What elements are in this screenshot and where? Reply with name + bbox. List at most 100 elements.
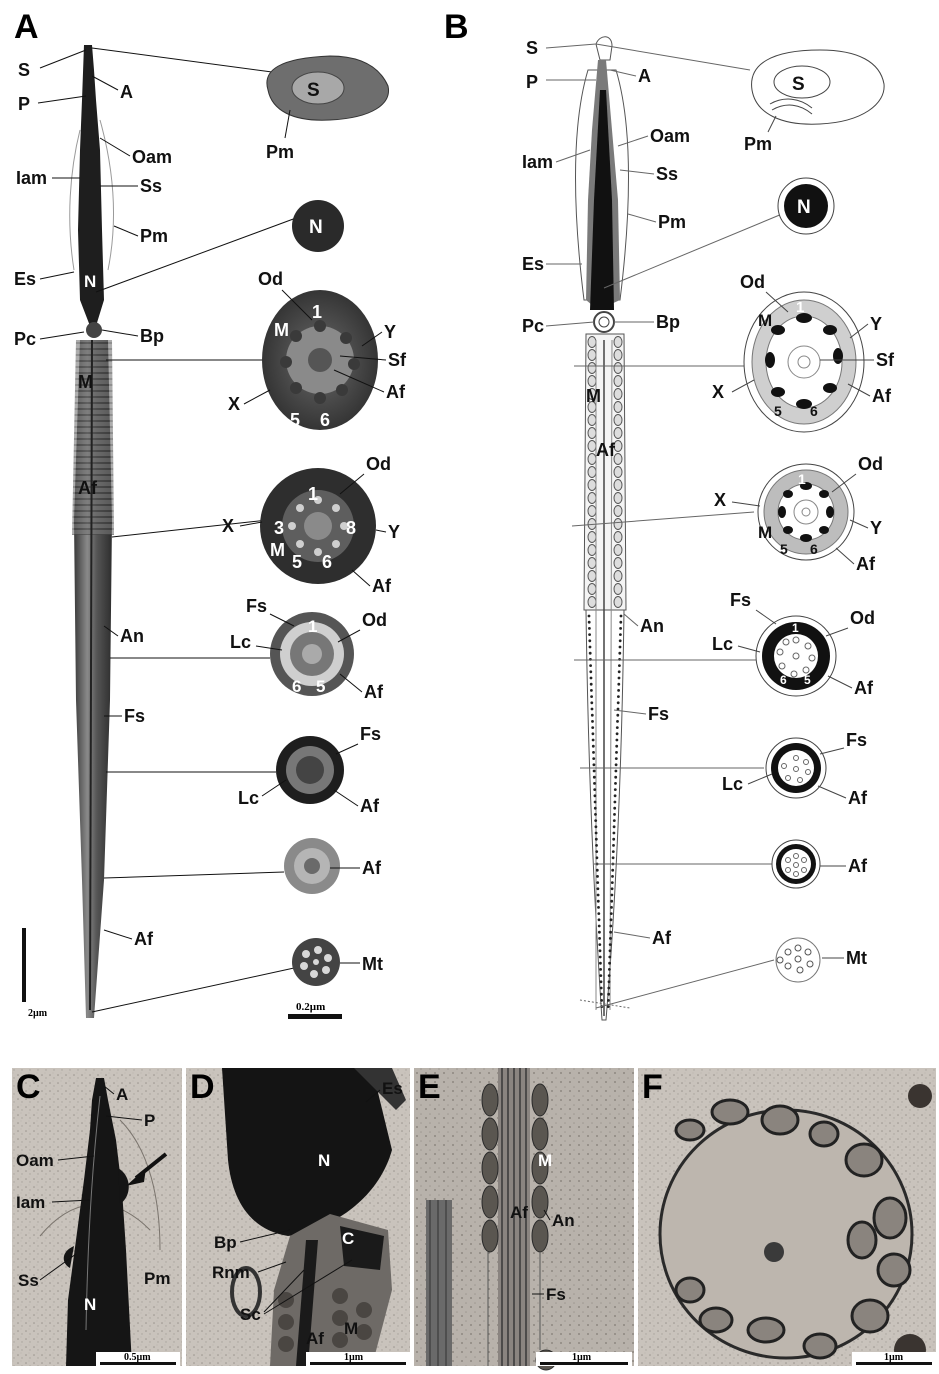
fibrous-sheath-dot	[598, 937, 601, 940]
svg-text:Sf: Sf	[876, 350, 895, 370]
panel-a-section-4: Od 1 X 3 8 Y M 5 6 Af	[222, 454, 400, 596]
fibrous-sheath-dot	[616, 732, 619, 735]
svg-text:Od: Od	[850, 608, 875, 628]
mitochondrion	[614, 571, 622, 582]
fibrous-sheath-dot	[608, 956, 611, 959]
fibrous-sheath-dot	[611, 869, 614, 872]
fibrous-sheath-dot	[592, 745, 595, 748]
fibrous-sheath-dot	[595, 850, 598, 853]
svg-text:M: M	[586, 386, 601, 406]
svg-text:Es: Es	[522, 254, 544, 274]
svg-text:Bp: Bp	[656, 312, 680, 332]
fibrous-sheath-dot	[600, 993, 603, 996]
fibrous-sheath-dot	[619, 621, 622, 624]
fibrous-sheath-dot	[612, 838, 615, 841]
fibrous-sheath-dot	[613, 825, 616, 828]
fibrous-sheath-dot	[613, 807, 616, 810]
fibrous-sheath-dot	[599, 949, 602, 952]
svg-text:Pc: Pc	[14, 329, 36, 349]
panel-b-section-2: N	[778, 178, 834, 234]
svg-text:S: S	[526, 38, 538, 58]
fibrous-sheath-dot	[598, 943, 601, 946]
fibrous-sheath-dot	[589, 652, 592, 655]
fibrous-sheath-dot	[598, 931, 601, 934]
mitochondrion	[588, 337, 596, 348]
svg-text:Mt: Mt	[362, 954, 383, 974]
svg-text:Pm: Pm	[744, 134, 772, 154]
svg-text:M: M	[758, 311, 772, 330]
panel-b-section-6: Fs Lc Af	[722, 730, 868, 808]
fibrous-sheath-dot	[608, 968, 611, 971]
fibrous-sheath-dot	[618, 670, 621, 673]
panel-e: E M Af An Fs 1µm	[414, 1068, 634, 1370]
svg-text:1: 1	[312, 302, 322, 322]
svg-text:1: 1	[796, 299, 804, 316]
svg-text:0.2µm: 0.2µm	[296, 1001, 325, 1013]
svg-text:Af: Af	[510, 1203, 528, 1222]
fibrous-sheath-dot	[617, 701, 620, 704]
fibrous-sheath-dot	[609, 931, 612, 934]
svg-text:Oam: Oam	[16, 1151, 54, 1170]
svg-text:Af: Af	[364, 682, 384, 702]
fibrous-sheath-dot	[616, 739, 619, 742]
panel-a-section-3: Od 1 M Y Sf Af X 5 6	[228, 269, 407, 430]
mitochondrion	[614, 480, 622, 491]
fibrous-sheath-dot	[588, 621, 591, 624]
fibrous-sheath-dot	[611, 887, 614, 890]
fibrous-sheath-dot	[609, 949, 612, 952]
fibrous-sheath-dot	[599, 956, 602, 959]
mitochondrion	[614, 363, 622, 374]
svg-text:5: 5	[290, 410, 300, 430]
fibrous-sheath-dot	[592, 739, 595, 742]
fibrous-sheath-dot	[614, 776, 617, 779]
svg-text:S: S	[18, 60, 30, 80]
mitochondrion	[588, 545, 596, 556]
fibrous-sheath-dot	[619, 633, 622, 636]
panel-label-f: F	[642, 1068, 663, 1106]
svg-text:Af: Af	[854, 678, 874, 698]
svg-text:Sc: Sc	[240, 1305, 261, 1324]
svg-text:1µm: 1µm	[572, 1352, 592, 1363]
fibrous-sheath-dot	[610, 900, 613, 903]
mitochondrion	[588, 415, 596, 426]
svg-text:A: A	[638, 66, 651, 86]
fibrous-sheath-dot	[599, 968, 602, 971]
svg-text:Af: Af	[306, 1329, 324, 1348]
fibrous-sheath-dot	[593, 788, 596, 791]
fibrous-sheath-dot	[588, 627, 591, 630]
fibrous-sheath-dot	[588, 615, 591, 618]
svg-text:6: 6	[810, 403, 818, 419]
panel-label-b: B	[444, 8, 469, 46]
svg-text:Y: Y	[870, 314, 882, 334]
mitochondrion	[588, 480, 596, 491]
svg-text:1: 1	[792, 621, 799, 635]
fibrous-sheath-dot	[596, 881, 599, 884]
fibrous-sheath-dot	[594, 819, 597, 822]
mitochondrion	[614, 454, 622, 465]
svg-text:5: 5	[774, 403, 782, 419]
fibrous-sheath-dot	[589, 646, 592, 649]
fibrous-sheath-dot	[588, 639, 591, 642]
panel-b: B	[444, 8, 895, 1020]
svg-text:5: 5	[780, 541, 788, 557]
svg-text:Iam: Iam	[522, 152, 553, 172]
svg-text:Fs: Fs	[360, 724, 381, 744]
mitochondrion	[588, 493, 596, 504]
svg-text:1: 1	[308, 484, 318, 504]
mitochondrion	[614, 337, 622, 348]
svg-text:Pm: Pm	[658, 212, 686, 232]
mitochondrion	[614, 519, 622, 530]
fibrous-sheath-dot	[594, 794, 597, 797]
panel-c: C A P Oam Iam Ss N Pm 0.5µm	[12, 1068, 182, 1366]
svg-text:Bp: Bp	[140, 326, 164, 346]
mitochondrion	[614, 441, 622, 452]
svg-text:N: N	[318, 1151, 330, 1170]
mitochondrion	[588, 571, 596, 582]
svg-text:Fs: Fs	[246, 596, 267, 616]
mitochondrion	[588, 441, 596, 452]
svg-text:Af: Af	[848, 788, 868, 808]
svg-text:P: P	[144, 1111, 155, 1130]
panel-label-e: E	[418, 1068, 441, 1106]
fibrous-sheath-dot	[599, 962, 602, 965]
svg-text:Pc: Pc	[522, 316, 544, 336]
